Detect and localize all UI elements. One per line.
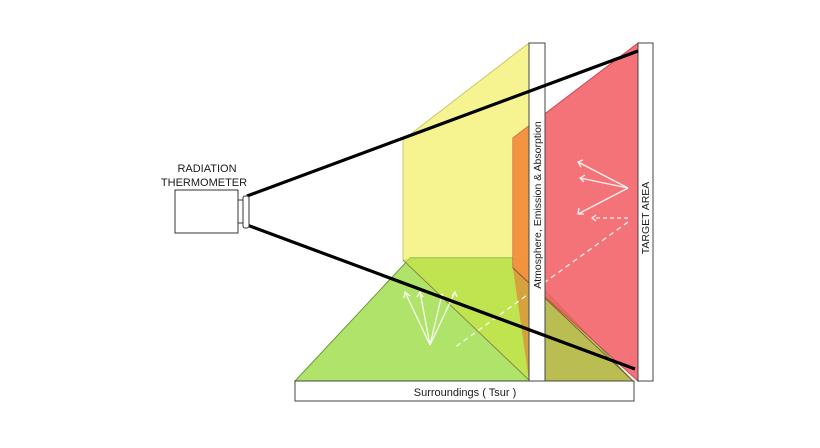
thermometer-label-line2: THERMOMETER — [161, 177, 247, 189]
thermometer-label-line1: RADIATION — [177, 163, 236, 175]
surroundings-label: Surroundings ( Tsur ) — [414, 387, 517, 399]
beam-upper-line — [246, 49, 639, 198]
reflection-arrows-red — [453, 159, 629, 349]
atmosphere-label: Atmosphere, Emission & Absorption — [532, 121, 544, 289]
thermometer-lens — [242, 195, 250, 229]
target-area-label: TARGET AREA — [640, 182, 652, 255]
beam-lower-line — [246, 223, 636, 371]
thermometer-lens-mount — [237, 199, 244, 224]
thermometer-body — [174, 189, 239, 234]
plane-edge — [402, 259, 530, 381]
target-area-bar — [637, 42, 654, 382]
surroundings-bar — [294, 380, 635, 402]
